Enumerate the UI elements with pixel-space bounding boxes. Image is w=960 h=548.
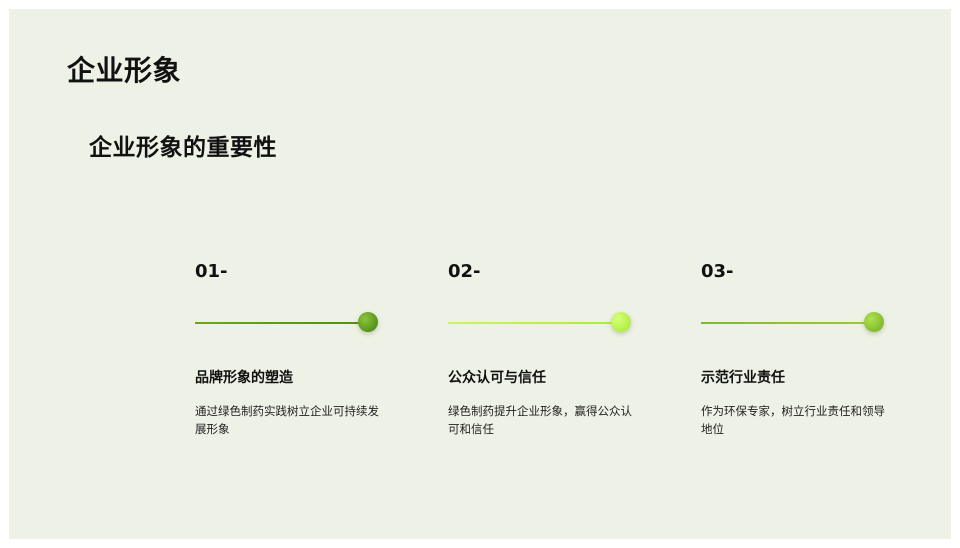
- card-heading: 品牌形象的塑造: [195, 370, 293, 386]
- timeline-line: [701, 322, 871, 324]
- card-heading: 公众认可与信任: [448, 370, 546, 386]
- card-number: 01-: [195, 261, 228, 282]
- timeline-dot-icon: [358, 312, 378, 332]
- slide: 企业形象 企业形象的重要性 01- 品牌形象的塑造 通过绿色制药实践树立企业可持…: [9, 9, 951, 539]
- card-number: 02-: [448, 261, 481, 282]
- card-heading: 示范行业责任: [701, 370, 785, 386]
- timeline-line: [195, 322, 365, 324]
- section-subtitle: 企业形象的重要性: [89, 135, 277, 161]
- timeline-line: [448, 322, 618, 324]
- slide-title: 企业形象: [67, 54, 182, 87]
- card-description: 通过绿色制药实践树立企业可持续发展形象: [195, 404, 379, 436]
- timeline-dot-icon: [864, 312, 884, 332]
- card-description: 绿色制药提升企业形象，赢得公众认可和信任: [448, 404, 632, 436]
- card-2: 02- 公众认可与信任 绿色制药提升企业形象，赢得公众认可和信任: [448, 259, 648, 459]
- timeline-dot-icon: [611, 312, 631, 332]
- card-3: 03- 示范行业责任 作为环保专家，树立行业责任和领导地位: [701, 259, 901, 459]
- card-1: 01- 品牌形象的塑造 通过绿色制药实践树立企业可持续发展形象: [195, 259, 395, 459]
- card-description: 作为环保专家，树立行业责任和领导地位: [701, 404, 885, 436]
- card-number: 03-: [701, 261, 734, 282]
